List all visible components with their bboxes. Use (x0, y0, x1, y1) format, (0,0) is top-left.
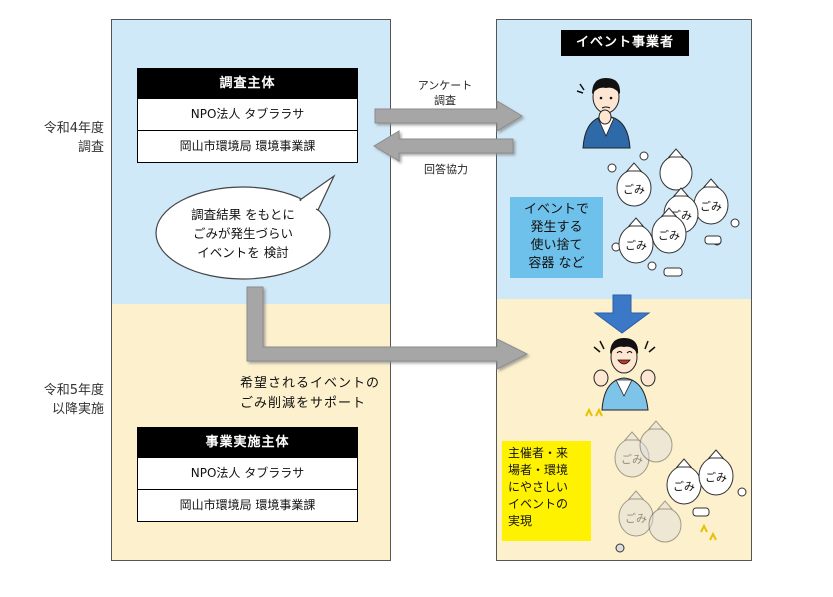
speech-bubble-line3: イベントを 検討 (197, 245, 289, 260)
survey-arrow (374, 100, 523, 132)
response-arrow-label: 回答協力 (410, 162, 482, 177)
svg-text:ごみ: ごみ (658, 228, 680, 242)
svg-text:ごみ: ごみ (623, 182, 645, 196)
support-text: 希望されるイベントの ごみ削減をサポート (240, 374, 440, 414)
svg-text:ごみ: ごみ (625, 238, 647, 252)
speech-bubble-line1: 調査結果 をもとに (191, 207, 295, 222)
year-label-r4: 令和4年度 調査 (4, 119, 104, 157)
year-label-r5: 令和5年度 以降実施 (4, 381, 104, 419)
happy-person-icon (593, 338, 656, 411)
goal-note-line: 実現 (508, 514, 533, 528)
survey-entity-row: 岡山市環境局 環境事業課 (138, 130, 357, 162)
year-label-r5-line1: 令和5年度 (43, 383, 104, 398)
svg-text:ごみ: ごみ (700, 199, 722, 213)
year-label-r5-line2: 以降実施 (51, 402, 104, 417)
thinking-person-icon (576, 78, 631, 149)
response-arrow (373, 130, 514, 162)
goal-note: 主催者・来 場者・環境 にやさしい イベントの 実現 (502, 441, 591, 541)
survey-entity-row: NPO法人 タブララサ (138, 98, 357, 130)
svg-text:ごみ: ごみ (705, 470, 727, 484)
waste-description-note: イベントで 発生する 使い捨て 容器 など (510, 197, 603, 278)
response-arrow-label-text: 回答協力 (424, 163, 468, 176)
down-arrow (593, 294, 651, 334)
trash-pile-lower-icon: ごみ ごみ ごみ ごみ (585, 407, 747, 553)
svg-text:ごみ: ごみ (621, 452, 643, 466)
waste-note-line: 使い捨て (530, 238, 583, 253)
survey-arrow-label-line1: アンケート (417, 79, 473, 92)
year-label-r4-line1: 令和4年度 (43, 121, 104, 136)
survey-entity-title: 調査主体 (138, 69, 357, 98)
waste-note-line: 容器 など (528, 256, 585, 271)
goal-note-line: にやさしい (508, 480, 569, 494)
svg-text:ごみ: ごみ (625, 511, 647, 525)
implementation-entity-box: 事業実施主体 NPO法人 タブララサ 岡山市環境局 環境事業課 (137, 427, 358, 522)
goal-note-line: 主催者・来 (508, 446, 569, 460)
goal-note-line: イベントの (508, 497, 569, 511)
support-text-line2: ごみ削減をサポート (240, 396, 367, 411)
trash-pile-upper-icon: ごみ ごみ ごみ ごみ ごみ (607, 148, 740, 277)
support-arrow (246, 286, 529, 370)
speech-bubble-text: 調査結果 をもとに ごみが発生づらい イベントを 検討 (163, 205, 323, 262)
implementation-entity-title: 事業実施主体 (138, 428, 357, 457)
event-operator-title: イベント事業者 (561, 30, 689, 56)
svg-text:ごみ: ごみ (673, 479, 695, 493)
speech-bubble-line2: ごみが発生づらい (192, 226, 293, 241)
waste-note-line: 発生する (530, 220, 583, 235)
support-text-line1: 希望されるイベントの (240, 376, 381, 391)
year-label-r4-line2: 調査 (77, 140, 104, 155)
waste-note-line: イベントで (523, 202, 589, 217)
survey-arrow-label-line2: 調査 (434, 94, 456, 107)
goal-note-line: 場者・環境 (508, 463, 569, 477)
survey-arrow-label: アンケート 調査 (405, 78, 485, 108)
implementation-entity-row: 岡山市環境局 環境事業課 (138, 489, 357, 521)
implementation-entity-row: NPO法人 タブララサ (138, 457, 357, 489)
speech-bubble (155, 174, 336, 280)
survey-entity-box: 調査主体 NPO法人 タブララサ 岡山市環境局 環境事業課 (137, 68, 358, 163)
